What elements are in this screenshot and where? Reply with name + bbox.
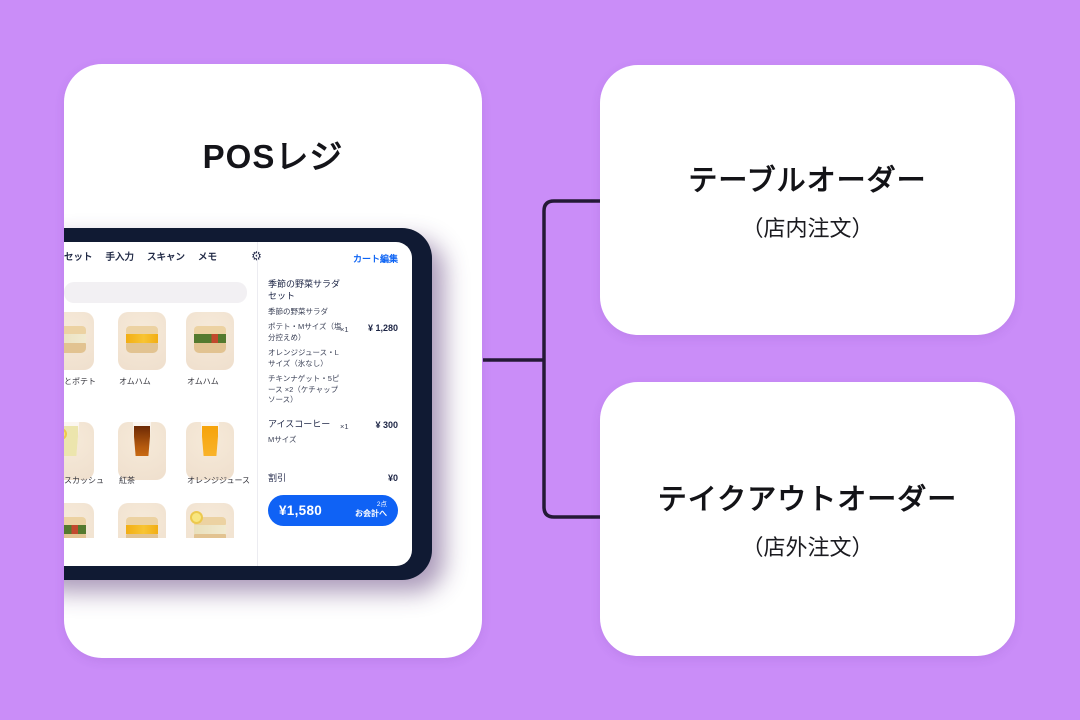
menu-row: とポテト オムハム オムハム bbox=[64, 312, 257, 412]
cart-item-detail: チキンナゲット・5ピース ×2（ケチャップソース） bbox=[268, 373, 340, 405]
checkout-right: 2点 お会計へ bbox=[355, 501, 387, 521]
gear-icon[interactable]: ⚙ bbox=[251, 249, 262, 263]
checkout-count: 2点 bbox=[376, 500, 387, 508]
menu-item-tile[interactable] bbox=[64, 312, 94, 370]
order-card-subtitle: （店外注文） bbox=[741, 535, 874, 560]
menu-item-label: スカッシュ bbox=[64, 476, 104, 485]
order-card-subtitle: （店内注文） bbox=[741, 216, 874, 241]
discount-label: 割引 bbox=[268, 473, 287, 483]
cart-item-detail: Mサイズ bbox=[268, 435, 297, 445]
pos-tablet: セット 手入力 スキャン メモ ⚙ とポテト bbox=[64, 228, 432, 580]
menu-item-label: オムハム bbox=[187, 377, 219, 386]
cart-item-title: 季節の野菜サラダセット bbox=[268, 279, 341, 302]
cart-item-price: ¥ 300 bbox=[375, 420, 398, 431]
menu-item-tile[interactable] bbox=[186, 503, 234, 538]
menu-item-label: オムハム bbox=[119, 377, 151, 386]
cart-item: アイスコーヒー Mサイズ ×1 ¥ 300 bbox=[268, 418, 398, 446]
menu-grid: とポテト オムハム オムハム bbox=[64, 312, 257, 538]
cart-item-detail: 季節の野菜サラダ bbox=[268, 307, 328, 317]
nav-tab-memo[interactable]: メモ bbox=[198, 252, 218, 263]
cart-item-title: アイスコーヒー bbox=[268, 419, 331, 430]
order-card-title: テイクアウトオーダー bbox=[657, 484, 958, 516]
menu-item-tile[interactable] bbox=[118, 422, 166, 480]
pos-card: POSレジ セット 手入力 スキャン メモ ⚙ bbox=[64, 64, 482, 658]
nav-tab-set[interactable]: セット bbox=[64, 252, 93, 263]
cart-item: 季節の野菜サラダセット 季節の野菜サラダ ポテト・Mサイズ（塩分控えめ） オレン… bbox=[268, 278, 398, 406]
menu-item-tile[interactable] bbox=[186, 312, 234, 370]
pos-nav: セット 手入力 スキャン メモ ⚙ bbox=[64, 249, 262, 263]
menu-row bbox=[64, 503, 257, 538]
menu-item-tile[interactable] bbox=[186, 422, 234, 480]
iced-tea-icon bbox=[132, 422, 152, 456]
menu-item-tile[interactable] bbox=[64, 503, 94, 538]
cart-edit-link[interactable]: カート編集 bbox=[352, 254, 398, 264]
egg-sandwich-icon bbox=[126, 326, 158, 353]
veggie-sandwich-icon bbox=[194, 326, 226, 353]
egg-sandwich-icon bbox=[126, 517, 158, 538]
checkout-button[interactable]: ¥1,580 2点 お会計へ bbox=[268, 495, 398, 526]
order-card-takeout: テイクアウトオーダー （店外注文） bbox=[600, 382, 1015, 656]
cart-item-details: Mサイズ bbox=[268, 435, 344, 446]
discount-value: ¥0 bbox=[387, 472, 398, 483]
discount-row: 割引 ¥0 bbox=[268, 471, 398, 484]
cart-item-qty: ×1 bbox=[340, 325, 349, 334]
lemon-squash-icon bbox=[64, 422, 80, 456]
nav-tab-scan[interactable]: スキャン bbox=[147, 252, 186, 263]
menu-item-label: オレンジジュース bbox=[187, 476, 251, 485]
cart-item-price: ¥ 1,280 bbox=[367, 323, 398, 333]
cart-item-details: 季節の野菜サラダ ポテト・Mサイズ（塩分控えめ） オレンジジュース・Lサイズ（氷… bbox=[268, 307, 344, 406]
menu-item-label: 紅茶 bbox=[119, 476, 135, 485]
tablet-screen: セット 手入力 スキャン メモ ⚙ とポテト bbox=[64, 242, 412, 566]
checkout-action: お会計へ bbox=[355, 509, 387, 519]
menu-row: スカッシュ 紅茶 オレンジジュース bbox=[64, 411, 257, 511]
veggie-sandwich-icon bbox=[64, 517, 86, 538]
checkout-total: ¥1,580 bbox=[279, 503, 323, 518]
menu-item-label: とポテト bbox=[64, 377, 96, 386]
orange-juice-icon bbox=[200, 422, 220, 456]
nav-tab-manual-entry[interactable]: 手入力 bbox=[105, 252, 135, 263]
menu-item-tile[interactable] bbox=[118, 503, 166, 538]
menu-item-tile[interactable] bbox=[118, 312, 166, 370]
cart-item-qty: ×1 bbox=[340, 422, 349, 432]
menu-item-tile[interactable] bbox=[64, 422, 94, 480]
menu-panel: セット 手入力 スキャン メモ ⚙ とポテト bbox=[64, 242, 262, 566]
search-bar[interactable] bbox=[64, 282, 247, 303]
lemon-sandwich-icon bbox=[190, 511, 226, 538]
order-card-title: テーブルオーダー bbox=[688, 165, 927, 197]
cart-item-detail: ポテト・Mサイズ（塩分控えめ） bbox=[268, 322, 342, 343]
lemon-sandwich-icon bbox=[64, 326, 86, 353]
pos-card-title: POSレジ bbox=[202, 138, 344, 175]
cart-item-detail: オレンジジュース・Lサイズ（氷なし） bbox=[268, 347, 339, 368]
order-card-table: テーブルオーダー （店内注文） bbox=[600, 65, 1015, 335]
cart-panel: カート編集 季節の野菜サラダセット 季節の野菜サラダ ポテト・Mサイズ（塩分控え… bbox=[257, 242, 412, 566]
